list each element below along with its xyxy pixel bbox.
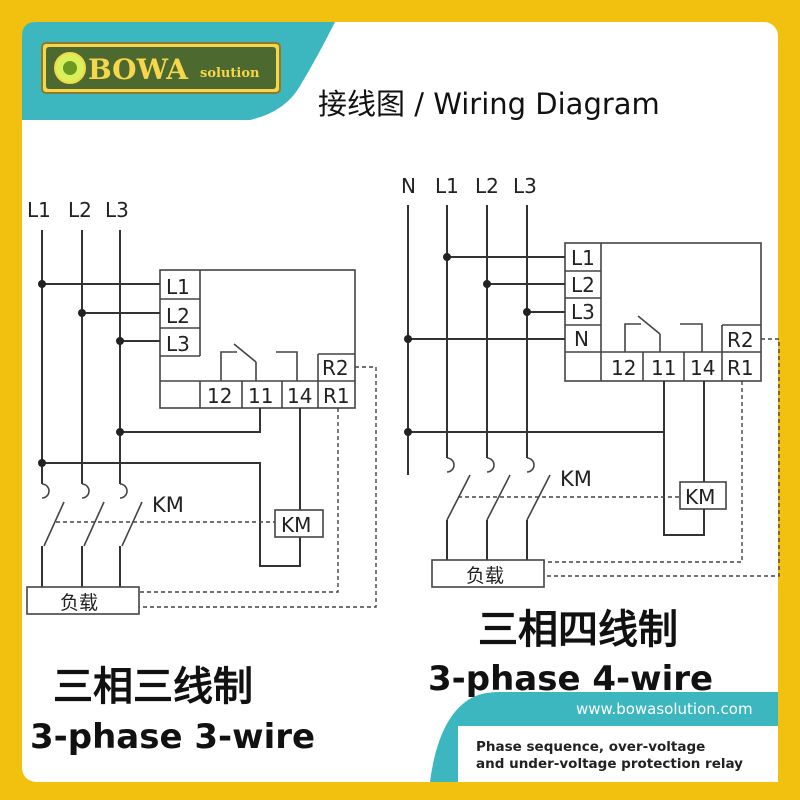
terminal-l1: L1 <box>166 275 190 299</box>
terminal-l3: L3 <box>166 332 190 356</box>
terminal-l1: L1 <box>571 246 595 270</box>
km-coil-box <box>274 509 324 538</box>
fuse-icon <box>486 457 495 473</box>
terminal-r2: R2 <box>322 356 349 380</box>
fuse-icon <box>119 483 128 499</box>
km-coil-label: KM <box>281 513 311 537</box>
load-box <box>26 586 140 615</box>
terminal-l2: L2 <box>166 304 190 328</box>
terminal-11: 11 <box>651 356 676 380</box>
caption-line-1: Phase sequence, over-voltage <box>476 739 705 755</box>
terminal-r1: R1 <box>323 384 350 408</box>
terminal-11: 11 <box>248 384 273 408</box>
load-label: 负载 <box>466 565 504 587</box>
km-coil-box <box>679 481 727 510</box>
logo-name: BOWA <box>88 53 189 86</box>
contactor-contact-icon <box>43 501 65 547</box>
phase-label-l1: L1 <box>27 198 51 222</box>
terminal-14: 14 <box>690 356 715 380</box>
page-title: 接线图 / Wiring Diagram <box>318 87 660 121</box>
phase-label-l3: L3 <box>513 174 537 198</box>
bowa-logo: BOWA solution <box>41 42 281 94</box>
terminal-r2: R2 <box>727 328 754 352</box>
phase-label-l3: L3 <box>105 198 129 222</box>
fuse-icon <box>446 457 455 473</box>
title-cn-4wire: 三相四线制 <box>478 607 678 653</box>
relay-contact-icon <box>624 323 641 352</box>
caption-panel <box>458 726 778 782</box>
contactor-label: KM <box>152 493 184 517</box>
fuse-icon <box>526 457 535 473</box>
fuse-icon <box>41 483 50 499</box>
terminal-l3: L3 <box>571 300 595 324</box>
terminal-12: 12 <box>207 384 232 408</box>
relay-contact-icon <box>220 351 237 381</box>
terminal-14: 14 <box>287 384 312 408</box>
title-en-3wire: 3-phase 3-wire <box>30 717 315 757</box>
contactor-contact-icon <box>486 474 511 521</box>
phase-label-l2: L2 <box>475 174 499 198</box>
relay-box <box>159 269 356 409</box>
contactor-contact-icon <box>83 501 105 547</box>
logo-suffix: solution <box>200 66 260 81</box>
diagram-4wire: N L1 L2 L3 L1 L2 L3 N 12 11 14 R1 R2 <box>401 174 780 699</box>
terminal-r1: R1 <box>727 356 754 380</box>
km-coil-label: KM <box>685 485 715 509</box>
terminal-n: N <box>574 327 589 351</box>
load-box <box>431 559 545 588</box>
website-link[interactable]: www.bowasolution.com <box>576 700 753 718</box>
title-cn-3wire: 三相三线制 <box>53 664 253 710</box>
caption-line-2: and under-voltage protection relay <box>476 756 743 772</box>
phase-label-l1: L1 <box>435 174 459 198</box>
fuse-icon <box>81 483 90 499</box>
diagram-3wire: L1 L2 L3 L1 L2 L3 12 11 14 R1 R2 <box>26 198 377 757</box>
contactor-label: KM <box>560 467 592 491</box>
terminal-l2: L2 <box>571 273 595 297</box>
phase-label-l2: L2 <box>68 198 92 222</box>
load-label: 负载 <box>60 592 98 614</box>
contactor-contact-icon <box>121 501 143 547</box>
phase-label-n: N <box>401 174 416 198</box>
terminal-12: 12 <box>611 356 636 380</box>
